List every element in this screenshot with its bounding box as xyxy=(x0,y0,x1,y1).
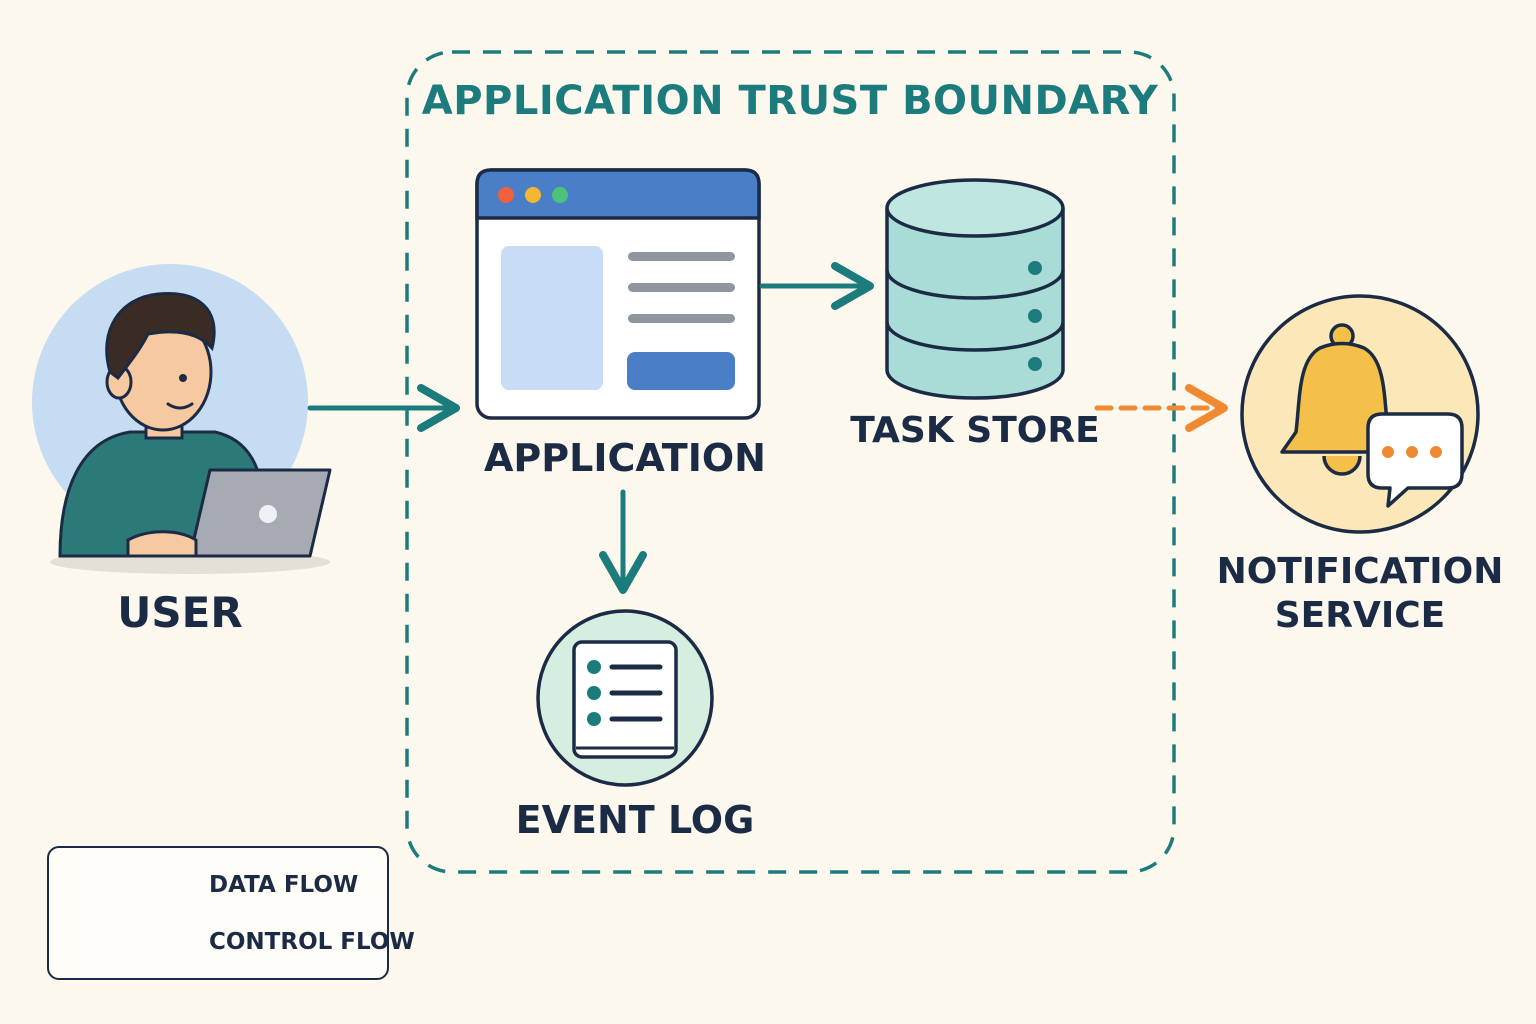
legend-data-flow-label: DATA FLOW xyxy=(209,872,359,898)
notification-label-line2: SERVICE xyxy=(1274,595,1446,636)
user-label: USER xyxy=(117,588,243,637)
task-store-label: TASK STORE xyxy=(850,410,1100,451)
application-label: APPLICATION xyxy=(484,436,766,480)
boundary-title: APPLICATION TRUST BOUNDARY xyxy=(421,78,1159,124)
database-icon xyxy=(885,178,1065,400)
chat-bubble-icon xyxy=(1366,412,1464,508)
notification-service-label: NOTIFICATION SERVICE xyxy=(1200,550,1520,638)
application-window-icon xyxy=(475,168,761,420)
legend-control-flow-label: CONTROL FLOW xyxy=(209,929,415,955)
notification-label-line1: NOTIFICATION xyxy=(1216,551,1504,592)
user-icon xyxy=(32,264,332,574)
event-log-icon xyxy=(536,609,714,787)
event-log-label: EVENT LOG xyxy=(515,798,755,842)
legend: DATA FLOW CONTROL FLOW xyxy=(47,846,415,980)
